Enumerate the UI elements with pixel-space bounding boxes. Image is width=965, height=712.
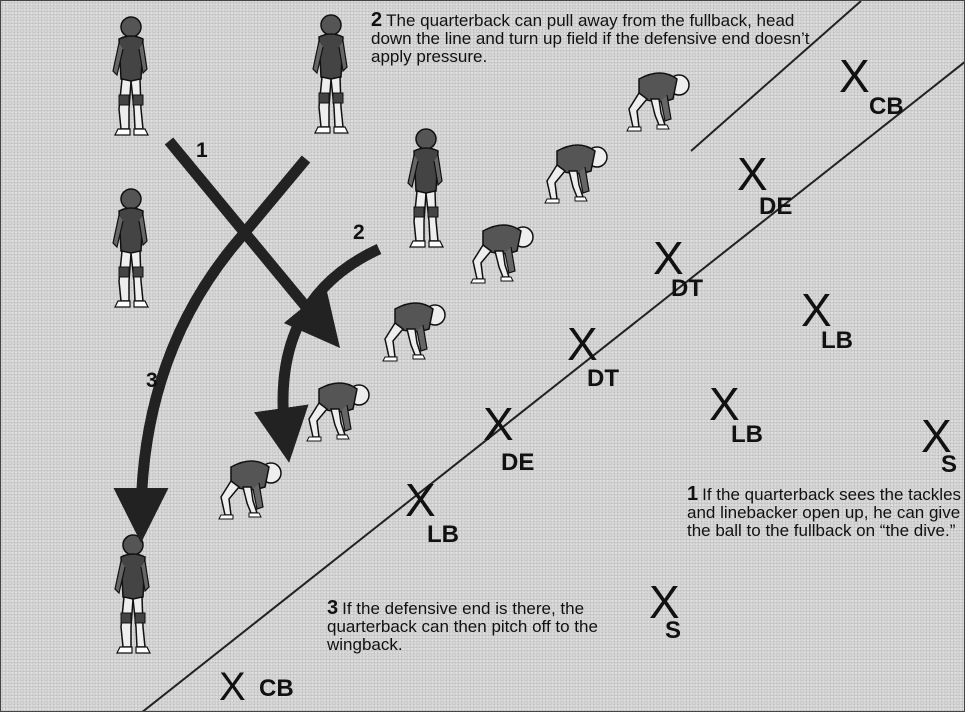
route-label-3: 3	[146, 369, 158, 393]
lineman	[307, 383, 369, 441]
defender-label: LB	[821, 327, 853, 355]
route-pitch-arrow	[283, 249, 379, 441]
defender-lb-right: X LB	[801, 287, 832, 333]
player-wingback-bottom	[115, 535, 150, 653]
defender-label: CB	[869, 93, 904, 121]
lineman	[383, 303, 445, 361]
lineman	[471, 225, 533, 283]
defender-x: X	[405, 477, 436, 523]
defender-dt-right: X DT	[653, 235, 684, 281]
defender-x: X	[219, 667, 246, 707]
route-label-2: 2	[353, 221, 365, 245]
defender-x: X	[737, 151, 768, 197]
defender-label: DT	[587, 365, 619, 393]
defender-s-bottom: X S	[649, 579, 680, 625]
caption-number: 2	[371, 9, 382, 31]
player-quarterback	[408, 129, 443, 247]
defender-label: DT	[671, 275, 703, 303]
defender-lb-left: X LB	[405, 477, 436, 523]
defender-label: CB	[259, 675, 294, 703]
defender-x: X	[839, 53, 870, 99]
defender-label: S	[665, 617, 681, 645]
caption-number: 1	[687, 483, 698, 505]
defender-label: LB	[427, 521, 459, 549]
route-label-1: 1	[196, 139, 208, 163]
caption-text: The quarterback can pull away from the f…	[371, 11, 810, 66]
lineman	[219, 461, 281, 519]
defender-x: X	[567, 321, 598, 367]
caption-text: If the quarterback sees the tackles and …	[687, 485, 961, 540]
defender-lb-middle: X LB	[709, 381, 740, 427]
caption-number: 3	[327, 597, 338, 619]
defender-cb-bottom: X CB	[219, 667, 246, 707]
defender-label: S	[941, 451, 957, 479]
lineman	[545, 145, 607, 203]
defender-label: LB	[731, 421, 763, 449]
player-halfback-top	[313, 15, 348, 133]
defender-x: X	[483, 401, 514, 447]
defender-label: DE	[501, 449, 534, 477]
caption-text: If the defensive end is there, the quart…	[327, 599, 598, 654]
player-wingback-top	[113, 17, 148, 135]
defender-de-right: X DE	[737, 151, 768, 197]
lineman	[627, 73, 689, 131]
defender-label: DE	[759, 193, 792, 221]
defender-dt-left: X DT	[567, 321, 598, 367]
defender-cb-top: X CB	[839, 53, 870, 99]
defender-de-left: X DE	[483, 401, 514, 447]
defender-s-right: X S	[921, 413, 952, 459]
player-fullback	[113, 189, 148, 307]
